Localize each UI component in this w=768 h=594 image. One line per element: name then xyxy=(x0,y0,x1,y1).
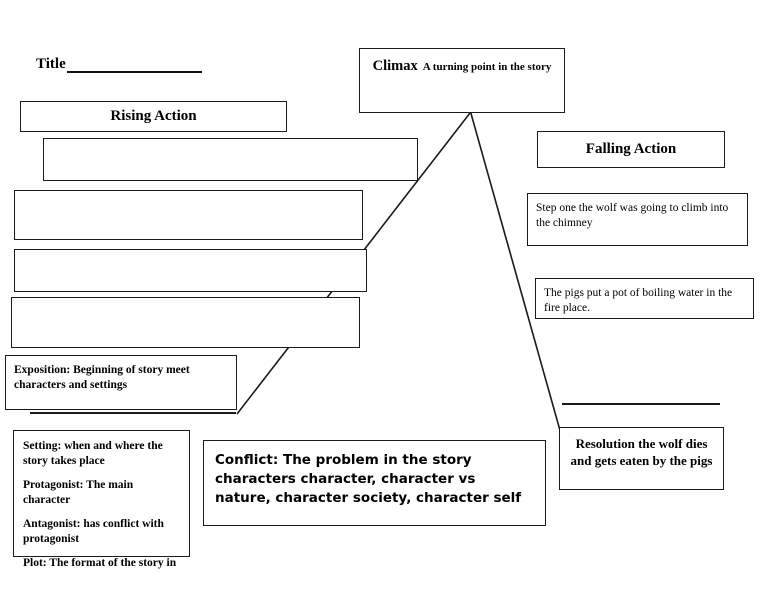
rising-action-step-4[interactable] xyxy=(11,297,360,348)
falling-action-label: Falling Action xyxy=(585,141,677,157)
resolution-box[interactable]: Resolution the wolf dies and gets eaten … xyxy=(559,427,724,490)
conflict-text: Conflict: The problem in the story chara… xyxy=(215,452,522,507)
title-label: Title xyxy=(36,56,66,72)
falling-action-header-box: Falling Action xyxy=(537,131,725,168)
resolution-base-rule xyxy=(562,403,720,405)
rising-action-step-1[interactable] xyxy=(43,138,418,181)
rising-action-step-2[interactable] xyxy=(14,190,363,240)
conflict-box[interactable]: Conflict: The problem in the story chara… xyxy=(203,440,546,526)
rising-action-header-box: Rising Action xyxy=(20,101,287,132)
rising-action-step-3[interactable] xyxy=(14,249,367,292)
climax-description: A turning point in the story xyxy=(422,61,552,73)
title-row: Title xyxy=(36,56,202,73)
climax-box[interactable]: Climax A turning point in the story xyxy=(359,48,565,113)
story-term-plot: Plot: The format of the story in xyxy=(23,556,177,569)
story-term-setting: Setting: when and where the story takes … xyxy=(23,440,163,467)
story-term-protagonist: Protagonist: The main character xyxy=(23,478,134,506)
rising-action-base-rule xyxy=(30,412,236,414)
story-term-antagonist: Antagonist: has conflict with protagonis… xyxy=(23,517,164,545)
falling-action-step-1[interactable]: Step one the wolf was going to climb int… xyxy=(527,193,748,246)
falling-action-step-2[interactable]: The pigs put a pot of boiling water in t… xyxy=(535,278,754,319)
rising-action-label: Rising Action xyxy=(110,108,197,124)
exposition-box[interactable]: Exposition: Beginning of story meet char… xyxy=(5,355,237,410)
climax-label: Climax xyxy=(372,58,418,74)
title-blank-field[interactable] xyxy=(66,58,202,73)
story-terms-box[interactable]: Setting: when and where the story takes … xyxy=(13,430,190,569)
